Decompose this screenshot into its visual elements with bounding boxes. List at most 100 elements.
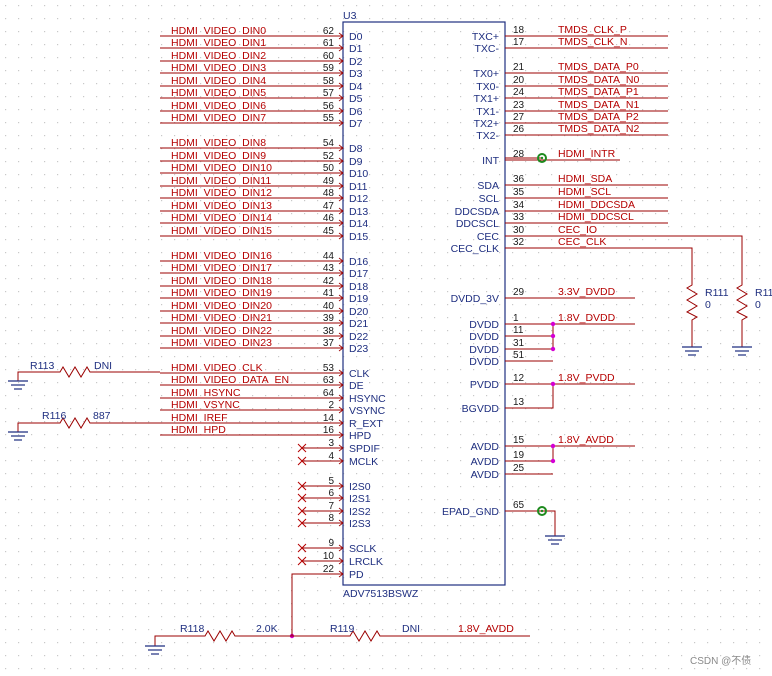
net-label: HDMI_IREF bbox=[171, 412, 228, 424]
net-label: TMDS_DATA_N0 bbox=[558, 74, 639, 86]
pin-name: D23 bbox=[349, 343, 368, 355]
resistor-r112 bbox=[735, 280, 749, 322]
pin-name: D3 bbox=[349, 68, 363, 80]
pin-number: 10 bbox=[323, 551, 335, 562]
pin-arrow bbox=[338, 482, 344, 490]
pin-name: D15 bbox=[349, 231, 368, 243]
pin-number: 60 bbox=[323, 51, 335, 62]
net-label: HDMI_VIDEO_DIN21 bbox=[171, 312, 272, 324]
pin-name: SPDIF bbox=[349, 443, 380, 455]
cec-io-to-r112 bbox=[505, 235, 743, 280]
pin-name: PD bbox=[349, 569, 364, 581]
net-label: HDMI_VIDEO_DIN22 bbox=[171, 325, 272, 337]
net-label: HDMI_SDA bbox=[558, 173, 612, 185]
left-pin-sclk-9: 9 SCLK bbox=[297, 538, 376, 555]
net-label: 3.3V_DVDD bbox=[558, 286, 616, 298]
pin-name: DVDD bbox=[469, 356, 499, 368]
pin-arrow bbox=[338, 257, 344, 265]
pin-number: 22 bbox=[323, 564, 335, 575]
ground-symbol bbox=[545, 535, 565, 545]
pin-name: D22 bbox=[349, 331, 368, 343]
pin-arrow bbox=[338, 544, 344, 552]
pin-number: 43 bbox=[323, 263, 335, 274]
ground-symbol bbox=[732, 346, 752, 356]
pin-number: 19 bbox=[513, 450, 525, 461]
pin-number: 5 bbox=[328, 476, 334, 487]
r119-value: DNI bbox=[402, 623, 420, 635]
pin-number: 63 bbox=[323, 375, 335, 386]
pin-name: TX0+ bbox=[474, 68, 499, 80]
power-bus-wires bbox=[505, 157, 743, 536]
pin-arrow bbox=[338, 69, 344, 77]
net-label: HDMI_DDCSDA bbox=[558, 199, 635, 211]
pin-arrow bbox=[338, 307, 344, 315]
net-label: 1.8V_AVDD bbox=[558, 434, 614, 446]
pin-number: 38 bbox=[323, 326, 335, 337]
pin-number: 13 bbox=[513, 397, 525, 408]
net-label: HDMI_DDCSCL bbox=[558, 211, 634, 223]
pin-number: 45 bbox=[323, 226, 335, 237]
pin-name: D5 bbox=[349, 93, 363, 105]
pin-arrow bbox=[338, 406, 344, 414]
net-label: HDMI_VIDEO_DIN18 bbox=[171, 275, 272, 287]
r116-value: 887 bbox=[93, 410, 111, 422]
pin-number: 64 bbox=[323, 388, 335, 399]
pin-number: 55 bbox=[323, 113, 335, 124]
r119-ref: R119 bbox=[330, 623, 354, 635]
pin-arrow bbox=[338, 232, 344, 240]
pin-arrow bbox=[338, 219, 344, 227]
pin-number: 28 bbox=[513, 149, 525, 160]
pin-name: D10 bbox=[349, 168, 368, 180]
r112-ref: R112 bbox=[755, 287, 772, 299]
net-label: HDMI_VIDEO_DIN7 bbox=[171, 112, 266, 124]
net-label: TMDS_DATA_N2 bbox=[558, 123, 639, 135]
r111-ref: R111 bbox=[705, 287, 729, 299]
net-label: HDMI_INTR bbox=[558, 148, 616, 160]
no-connect-mark bbox=[297, 481, 307, 491]
pin-name: MCLK bbox=[349, 456, 378, 468]
pin-arrow bbox=[338, 369, 344, 377]
pin-number: 34 bbox=[513, 200, 525, 211]
net-label: HDMI_VIDEO_DIN8 bbox=[171, 137, 266, 149]
net-label: HDMI_VIDEO_DIN10 bbox=[171, 162, 272, 174]
pin-name: AVDD bbox=[471, 456, 500, 468]
pin-number: 61 bbox=[323, 38, 335, 49]
pin-name: SDA bbox=[477, 180, 499, 192]
pin-number: 9 bbox=[328, 538, 334, 549]
pin-name: SCLK bbox=[349, 543, 376, 555]
pin-name: D1 bbox=[349, 43, 363, 55]
pin-number: 47 bbox=[323, 201, 335, 212]
net-label: CEC_IO bbox=[558, 224, 597, 236]
pin-number: 25 bbox=[513, 463, 525, 474]
pin-name: BGVDD bbox=[462, 403, 500, 415]
pin-name: CEC_CLK bbox=[451, 243, 499, 255]
pin-name: SCL bbox=[479, 193, 500, 205]
pin-arrow bbox=[338, 457, 344, 465]
net-label: 1.8V_PVDD bbox=[558, 372, 615, 384]
ground-symbol bbox=[145, 645, 165, 655]
net-label: HDMI_VIDEO_DIN5 bbox=[171, 87, 266, 99]
pin-name: D7 bbox=[349, 118, 363, 130]
pin-name: D4 bbox=[349, 81, 363, 93]
chip-ref: U3 bbox=[343, 10, 357, 22]
